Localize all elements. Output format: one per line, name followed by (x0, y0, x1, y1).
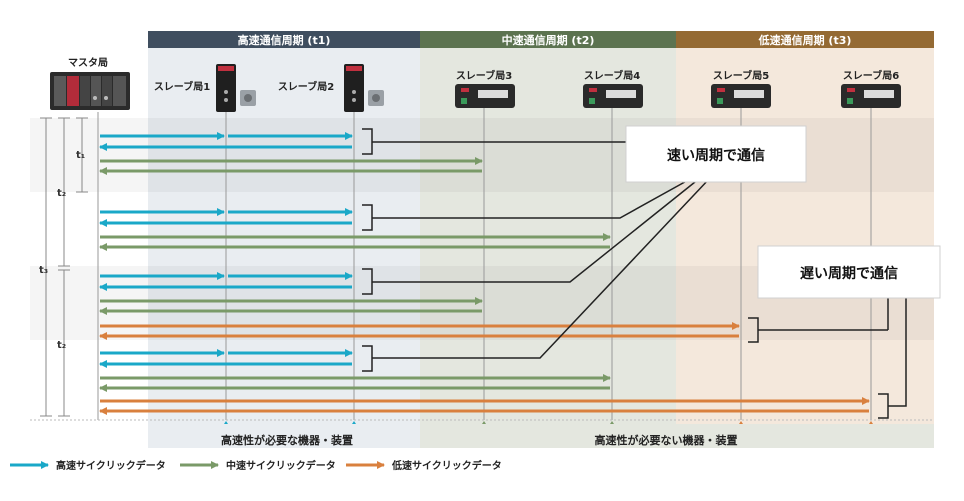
bottom-high-bg (148, 424, 420, 448)
zone-label-low: 低速通信周期 (t3) (758, 33, 852, 47)
slave6-label: スレーブ局6 (843, 69, 899, 82)
callout-slow-text: 遅い周期で通信 (800, 265, 898, 282)
slave1-label: スレーブ局1 (154, 80, 210, 93)
bottom-mid-low-bg (420, 424, 934, 448)
slave4-label: スレーブ局4 (584, 69, 640, 82)
zone-label-mid: 中速通信周期 (t2) (502, 33, 595, 47)
slave3-label: スレーブ局3 (456, 69, 512, 82)
slave2-device-icon (344, 64, 384, 112)
zone-header-high (148, 31, 420, 48)
legend: 高速サイクリックデータ 中速サイクリックデータ 低速サイクリックデータ (10, 459, 502, 472)
timing-axis (40, 117, 88, 417)
legend-mid-label: 中速サイクリックデータ (226, 459, 336, 472)
slave4-device-icon (583, 84, 643, 108)
slave5-label: スレーブ局5 (713, 69, 769, 82)
master-station-label: マスタ局 (68, 57, 108, 69)
callout-fast-box (625, 125, 807, 183)
zone-label-high: 高速通信周期 (t1) (238, 33, 331, 47)
bottom-label-fast-devices: 高速性が必要な機器・装置 (221, 433, 353, 447)
callout-connectors (362, 128, 907, 419)
slave2-label: スレーブ局2 (278, 80, 334, 93)
callout-fast-text: 速い周期で通信 (667, 147, 765, 164)
legend-low-label: 低速サイクリックデータ (391, 459, 502, 472)
zone-header-mid (420, 31, 676, 48)
slave6-device-icon (841, 84, 901, 108)
low-speed-zone-bg (676, 48, 934, 424)
bottom-label-slow-devices: 高速性が必要ない機器・装置 (595, 433, 738, 447)
t2-label-lower: t₂ (57, 340, 66, 351)
slave3-device-icon (455, 84, 515, 108)
data-arrows (99, 132, 870, 415)
callout-slow-box (757, 245, 941, 299)
t3-label: t₃ (39, 265, 48, 276)
slave5-device-icon (711, 84, 771, 108)
slave1-device-icon (216, 64, 256, 112)
zone-header-low (676, 31, 934, 48)
legend-high-label: 高速サイクリックデータ (56, 459, 166, 472)
t2-label-upper: t₂ (57, 188, 66, 199)
master-plc-icon (50, 72, 130, 110)
t1-label: t₁ (76, 150, 85, 161)
